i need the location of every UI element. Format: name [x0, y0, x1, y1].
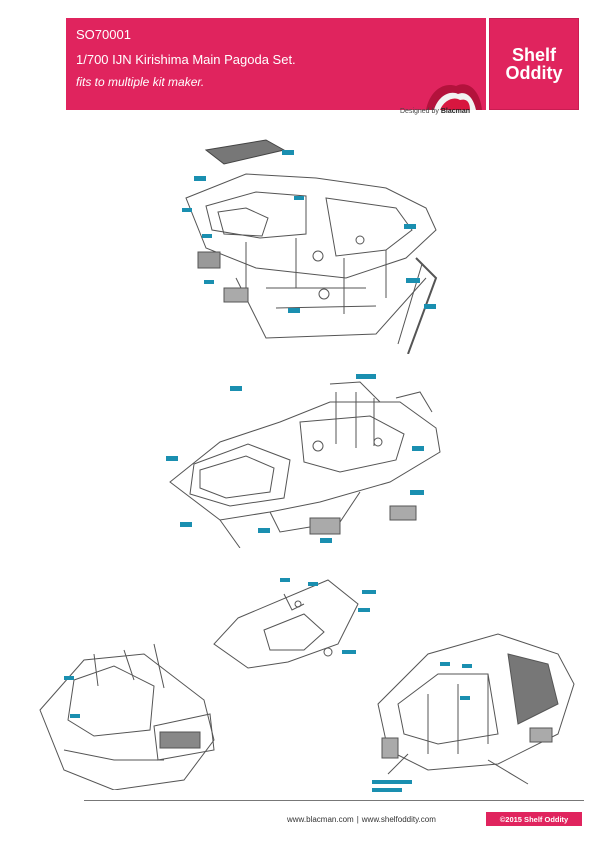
brand-logo: Shelf Oddity — [489, 18, 579, 110]
assembly-drawing-4 — [39, 643, 215, 790]
assembly-drawing-5 — [372, 633, 575, 792]
footer-links: www.blacman.com|www.shelfoddity.com — [287, 815, 436, 824]
designer-credit: Designed by Blacman — [400, 108, 470, 115]
assembly-drawing-1 — [182, 139, 438, 354]
footer-rule — [84, 800, 584, 801]
designer-name: Blacman — [440, 108, 471, 115]
copyright-badge: ©2015 Shelf Oddity — [486, 812, 582, 826]
brand-line-1: Shelf — [511, 45, 556, 65]
product-code: SO70001 — [76, 27, 131, 42]
product-title: 1/700 IJN Kirishima Main Pagoda Set. — [76, 52, 296, 67]
footer-link-blacman[interactable]: www.blacman.com — [287, 815, 354, 824]
assembly-drawing-3 — [213, 578, 376, 669]
footer-separator: | — [356, 815, 359, 824]
footer-link-shelfoddity[interactable]: www.shelfoddity.com — [361, 815, 436, 824]
designed-prefix: Designed by — [400, 108, 439, 115]
assembly-drawing-2 — [166, 374, 441, 548]
brand-line-2: Oddity — [505, 63, 563, 83]
header-band: SO70001 1/700 IJN Kirishima Main Pagoda … — [66, 18, 486, 110]
red-splash-icon — [426, 84, 482, 110]
product-subtitle: fits to multiple kit maker. — [76, 75, 205, 89]
